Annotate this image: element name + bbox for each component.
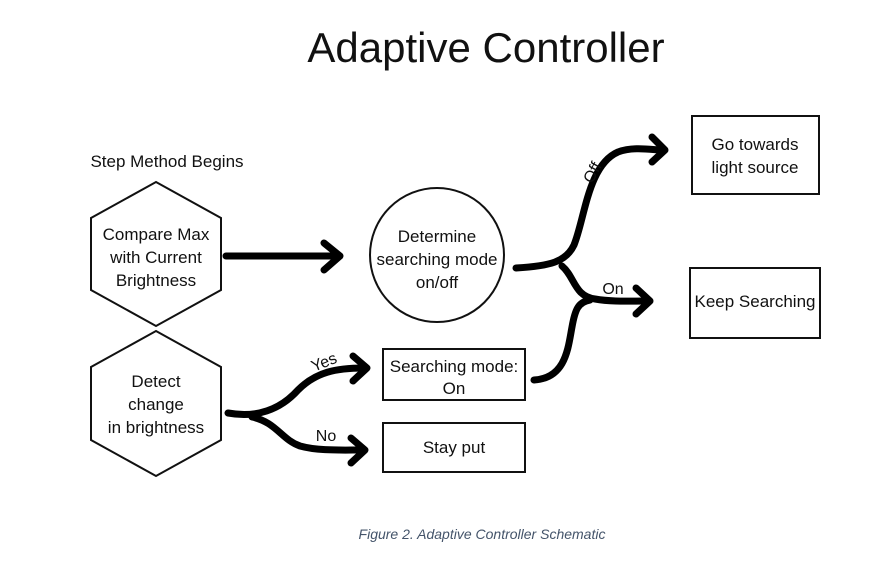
edge-label-no: No <box>316 428 337 445</box>
go-towards-line-2: light source <box>712 158 799 177</box>
keep-searching-label: Keep Searching <box>695 292 816 311</box>
searching-on-line-2: On <box>443 379 466 398</box>
arrow-no-branch <box>248 413 366 454</box>
compare-line-3: Brightness <box>116 271 196 290</box>
stay-put-node: Stay put <box>382 422 526 473</box>
keep-searching-node: Keep Searching <box>689 267 821 339</box>
searching-on-node: Searching mode: On <box>382 348 526 401</box>
detect-hexagon <box>90 329 222 478</box>
arrowhead-yes-branch <box>349 352 371 385</box>
compare-line-1: Compare Max <box>103 225 210 244</box>
start-label: Step Method Begins <box>90 152 243 171</box>
figure-caption: Figure 2. Adaptive Controller Schematic <box>359 526 606 542</box>
arrowhead-no-branch <box>347 434 369 467</box>
detect-node: Detect change in brightness <box>90 329 222 478</box>
compare-line-2: with Current <box>109 248 202 267</box>
stay-put-label: Stay put <box>423 438 486 457</box>
keep-searching-box <box>689 267 821 339</box>
compare-hexagon <box>90 180 222 328</box>
searching-on-line-1: Searching mode: <box>390 357 519 376</box>
arrowhead-off-branch <box>648 133 669 166</box>
go-towards-box <box>691 115 820 195</box>
arrow-searching-on-to-branch <box>530 296 594 384</box>
detect-line-3: in brightness <box>108 418 204 437</box>
go-towards-line-1: Go towards <box>712 135 799 154</box>
stay-put-box <box>382 422 526 473</box>
diagram-title: Adaptive Controller <box>307 24 664 71</box>
arrow-off-branch <box>512 145 664 272</box>
determine-circle <box>369 187 505 323</box>
determine-line-3: on/off <box>416 273 459 292</box>
compare-node: Compare Max with Current Brightness <box>90 180 222 328</box>
go-towards-node: Go towards light source <box>691 115 820 195</box>
detect-line-2: change <box>128 395 184 414</box>
searching-on-box <box>382 348 526 401</box>
arrowhead-on-branch <box>632 284 654 318</box>
arrow-on-branch <box>558 262 649 305</box>
determine-line-2: searching mode <box>377 250 498 269</box>
edge-label-on: On <box>602 281 623 298</box>
determine-node: Determine searching mode on/off <box>369 187 505 323</box>
detect-line-1: Detect <box>131 372 180 391</box>
arrow-yes-branch <box>224 364 368 418</box>
arrowhead-compare-to-determine <box>320 239 344 274</box>
determine-line-1: Determine <box>398 227 476 246</box>
